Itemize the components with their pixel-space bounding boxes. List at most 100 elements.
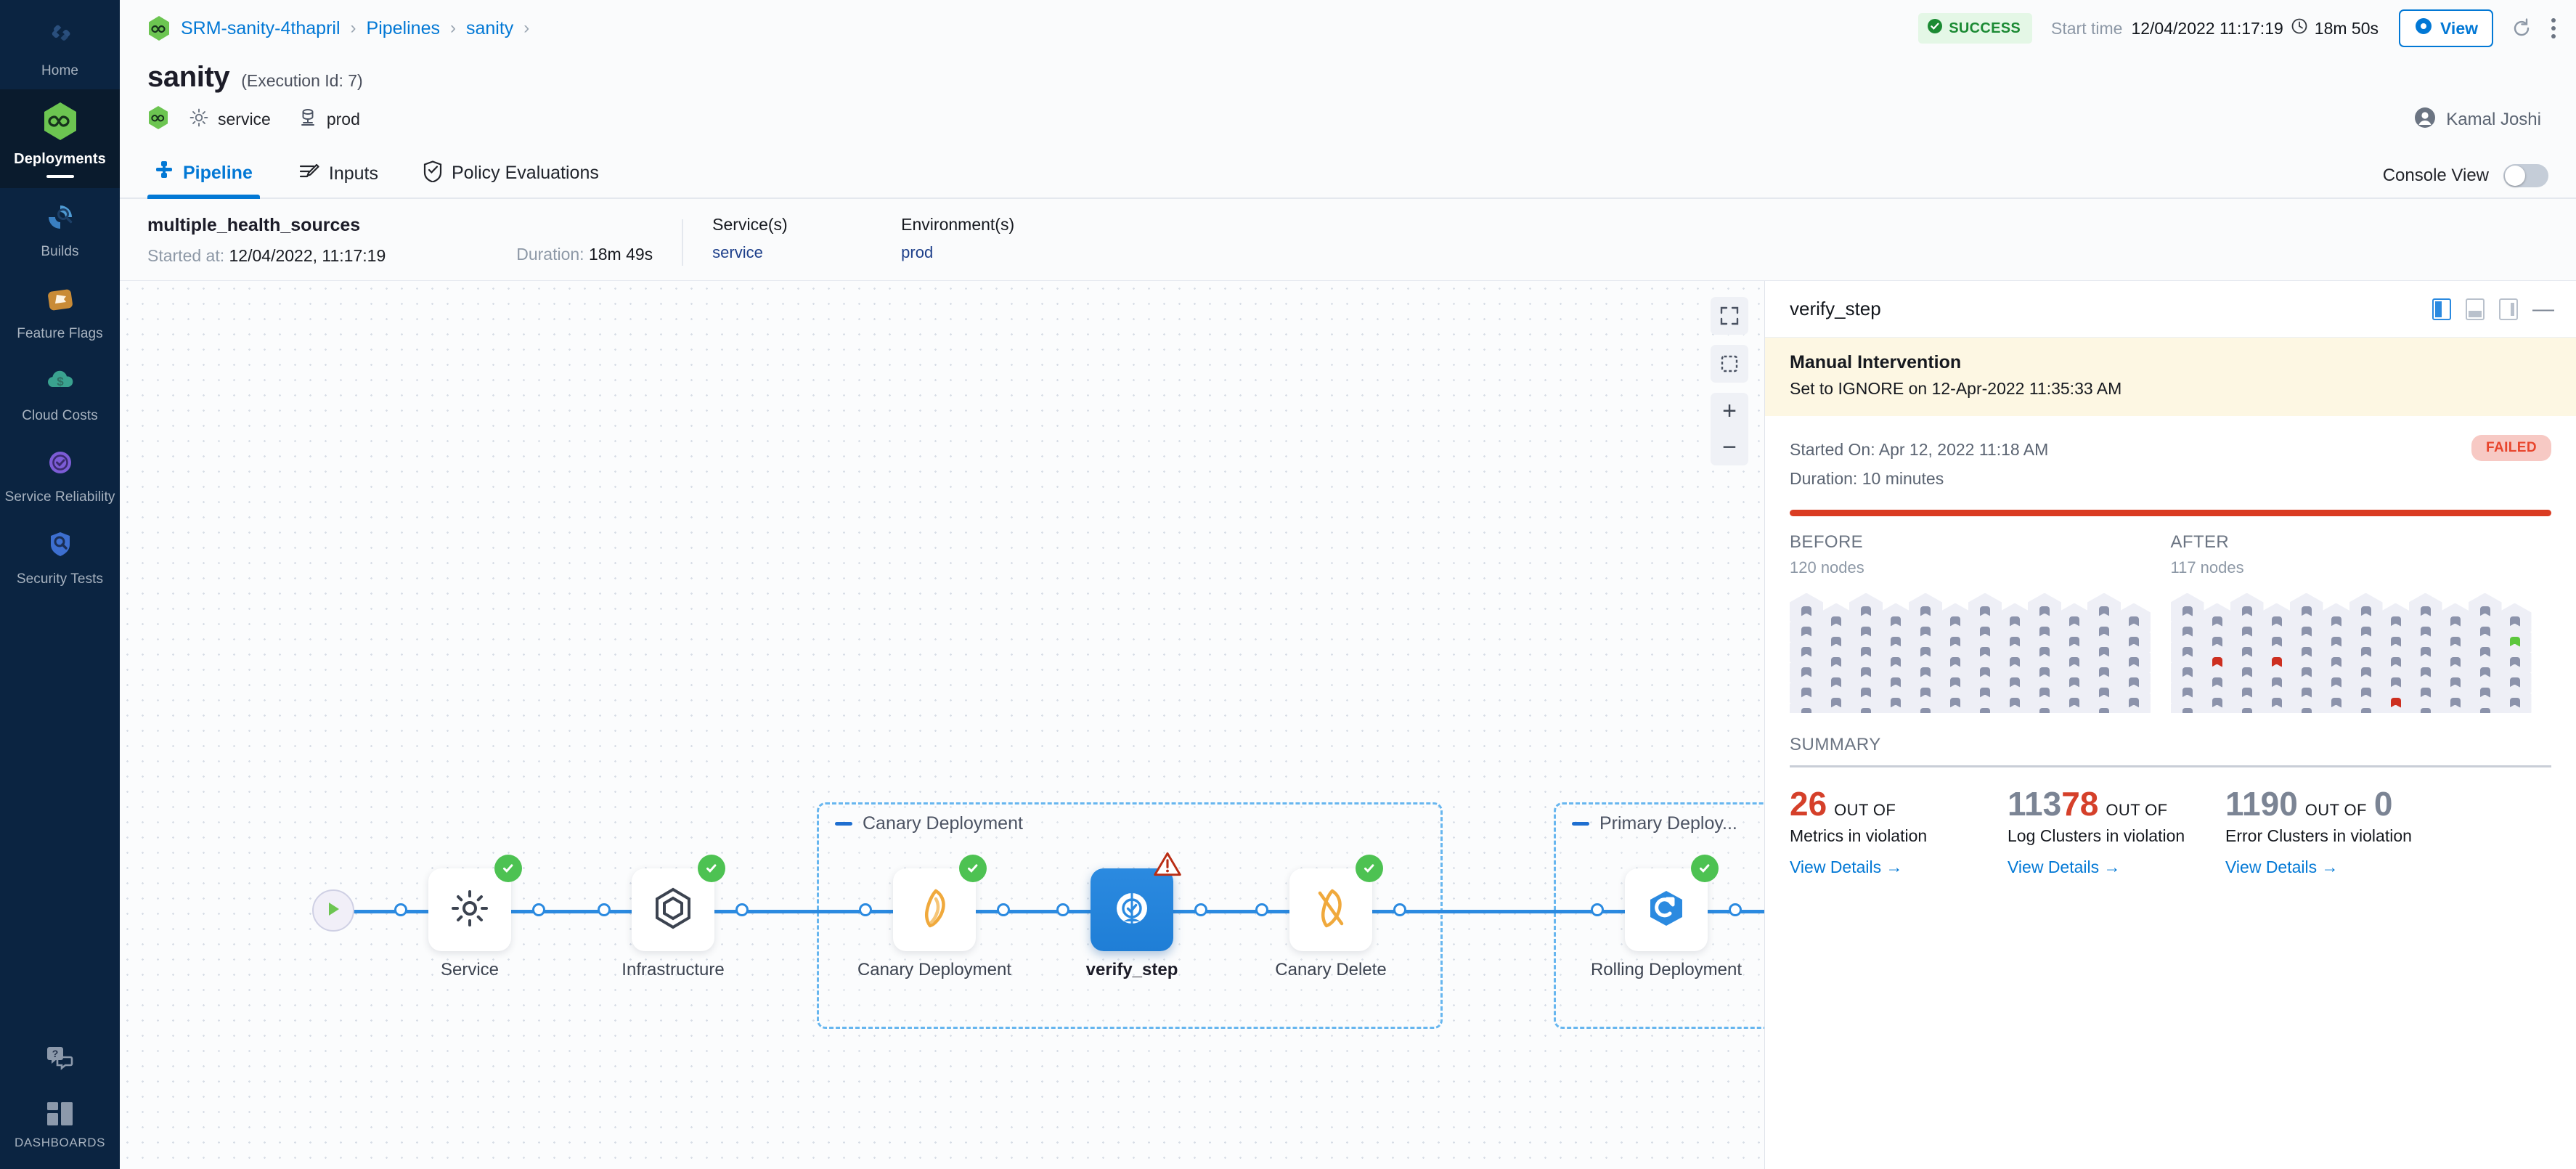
stat-value: 26: [1790, 784, 1827, 823]
breadcrumb-item-sanity[interactable]: sanity: [465, 17, 514, 38]
node-dot: [1861, 707, 1871, 713]
stat-value: 113: [2008, 784, 2062, 823]
node-dot: [1801, 707, 1811, 713]
pipeline-graph-canvas[interactable]: + − Canary Deployment: [120, 281, 1764, 1169]
environment-chip[interactable]: prod: [298, 107, 360, 131]
manual-intervention-banner: Manual Intervention Set to IGNORE on 12-…: [1765, 338, 2576, 416]
breadcrumb-item-project[interactable]: SRM-sanity-4thapril: [181, 17, 341, 38]
fullscreen-icon[interactable]: [1711, 297, 1748, 335]
zoom-in-button[interactable]: +: [1722, 396, 1737, 425]
group-label: Primary Deploy...: [1599, 813, 1737, 834]
node-port-in: [394, 903, 407, 916]
environments-value[interactable]: prod: [901, 243, 934, 261]
top-bar: SRM-sanity-4thapril › Pipelines › sanity…: [120, 0, 2576, 57]
node-dot: [2039, 707, 2050, 713]
sidebar-item-cloud-costs[interactable]: $ Cloud Costs: [0, 352, 120, 434]
node-box[interactable]: [1289, 868, 1372, 951]
node-box[interactable]: [632, 868, 714, 951]
node-box[interactable]: [1091, 868, 1173, 951]
cloud-costs-icon: $: [3, 364, 117, 402]
tab-bar: Pipeline Inputs: [120, 148, 2576, 199]
node-status-success: [1691, 855, 1719, 882]
node-label: Canary Deployment: [857, 960, 1012, 979]
sidebar-item-dashboards[interactable]: DASHBOARDS: [0, 1090, 120, 1169]
summary-divider: [1790, 765, 2551, 767]
sidebar-item-help[interactable]: ?: [0, 1034, 120, 1090]
duration-label: Duration:: [516, 245, 584, 264]
start-time-label: Start time: [2051, 18, 2123, 38]
view-details-link[interactable]: View Details →: [2008, 858, 2121, 877]
svg-text:$: $: [57, 375, 64, 388]
sidebar-item-deployments[interactable]: Deployments: [0, 89, 120, 188]
layout-bottom-icon[interactable]: [2466, 298, 2485, 320]
tab-inputs[interactable]: Inputs: [290, 162, 386, 197]
collapse-icon[interactable]: [835, 822, 852, 826]
layout-right-icon[interactable]: [2432, 298, 2451, 320]
sidebar-item-label: Home: [41, 63, 79, 78]
node-hexagon: [2438, 704, 2472, 713]
environments-field: Environment(s) prod: [901, 215, 1090, 262]
view-details-label: View Details: [2225, 857, 2318, 876]
breadcrumb-separator: ›: [523, 18, 530, 38]
arrow-right-icon: →: [2321, 857, 2339, 876]
switch-knob: [2505, 166, 2525, 186]
stat-out-of: OUT OF: [2106, 800, 2168, 819]
view-button[interactable]: View: [2399, 9, 2493, 47]
collapse-icon[interactable]: [1572, 822, 1589, 826]
policy-shield-icon: [423, 160, 442, 186]
graph-layer: Canary Deployment Primary Deploy...: [120, 281, 1764, 1169]
service-reliability-icon: [3, 445, 117, 484]
breadcrumb-item-pipelines[interactable]: Pipelines: [366, 17, 440, 38]
node-box[interactable]: [1625, 868, 1708, 951]
graph-start-node[interactable]: [312, 889, 354, 932]
group-title: Primary Deploy...: [1572, 813, 1737, 834]
sidebar-item-builds[interactable]: Builds: [0, 188, 120, 270]
environments-label: Environment(s): [901, 215, 1015, 234]
panel-status-pill: FAILED: [2471, 435, 2551, 461]
left-navigation: Home Deployments Builds: [0, 0, 120, 1169]
node-port-in: [859, 903, 872, 916]
sidebar-item-label: Deployments: [14, 150, 106, 167]
sidebar-item-service-reliability[interactable]: Service Reliability: [0, 433, 120, 516]
node-status-success: [959, 855, 987, 882]
after-label: AFTER: [2170, 531, 2230, 552]
service-chip[interactable]: service: [189, 108, 271, 131]
before-hexagon-grid: [1790, 592, 2153, 713]
panel-meta-lines: Started On: Apr 12, 2022 11:18 AM Durati…: [1790, 435, 2048, 494]
stat-value: 1190: [2225, 784, 2298, 823]
node-hexagon: [1998, 704, 2031, 713]
fit-to-screen-icon[interactable]: [1711, 345, 1748, 383]
view-button-label: View: [2440, 18, 2478, 38]
group-title: Canary Deployment: [835, 813, 1023, 834]
duration-value: 18m 49s: [588, 245, 653, 264]
canary-delete-icon: [1311, 887, 1351, 933]
sidebar-item-home[interactable]: Home: [0, 7, 120, 89]
user-chip[interactable]: Kamal Joshi: [2414, 107, 2548, 132]
refresh-icon[interactable]: [2511, 17, 2532, 39]
node-dot: [2420, 707, 2431, 713]
started-at: Started at: 12/04/2022, 11:17:19: [147, 246, 386, 266]
sidebar-item-label: Cloud Costs: [22, 407, 98, 423]
services-value[interactable]: service: [712, 243, 763, 261]
layout-left-icon[interactable]: [2499, 298, 2518, 320]
node-box[interactable]: [428, 868, 511, 951]
view-details-link[interactable]: View Details →: [1790, 858, 1903, 877]
sidebar-item-feature-flags[interactable]: Feature Flags: [0, 270, 120, 352]
more-vertical-icon[interactable]: [2550, 17, 2557, 40]
zoom-out-button[interactable]: −: [1722, 433, 1737, 461]
tab-pipeline[interactable]: Pipeline: [147, 160, 260, 199]
view-details-link[interactable]: View Details →: [2225, 858, 2339, 877]
arrow-right-icon: →: [2103, 857, 2121, 876]
sidebar-item-security-tests[interactable]: Security Tests: [0, 516, 120, 598]
node-status-success: [1356, 855, 1383, 882]
console-view-switch[interactable]: [2503, 164, 2548, 187]
node-dot: [2241, 707, 2252, 713]
tab-policy-evaluations[interactable]: Policy Evaluations: [416, 160, 606, 197]
body-region: + − Canary Deployment: [120, 280, 2576, 1169]
console-view-toggle[interactable]: Console View: [2383, 164, 2548, 197]
minimize-icon[interactable]: —: [2532, 296, 2554, 321]
stat-description: Metrics in violation: [1790, 826, 1928, 845]
failure-progress-bar: [1790, 509, 2551, 516]
node-box[interactable]: [893, 868, 976, 951]
